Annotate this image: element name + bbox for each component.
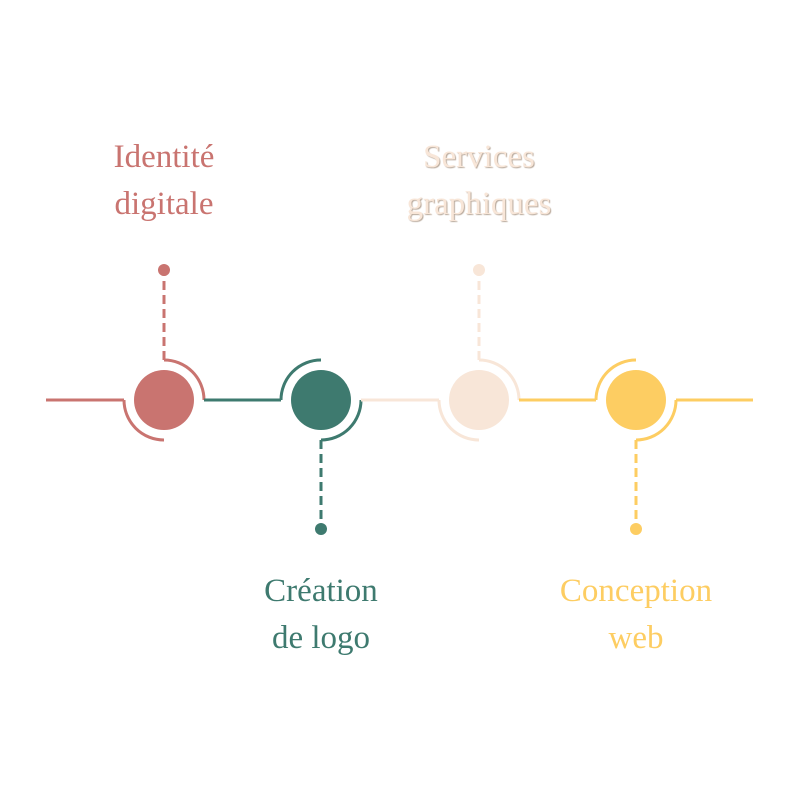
step-node-circle bbox=[449, 370, 509, 430]
step-title-line1: Conception bbox=[559, 573, 713, 609]
step-title-line2: de logo bbox=[271, 620, 371, 656]
arc-top-right bbox=[478, 358, 521, 401]
step-node-circle bbox=[134, 370, 194, 430]
step-label-conception-web: Conception web bbox=[516, 568, 756, 662]
step-title-line2: graphiques bbox=[406, 186, 552, 222]
step-label-creation-logo: Création de logo bbox=[201, 568, 441, 662]
step-node-circle bbox=[291, 370, 351, 430]
step-node-circle bbox=[606, 370, 666, 430]
step-title-line1: Création bbox=[264, 573, 378, 609]
arc-top-left bbox=[594, 358, 637, 401]
step-label-services-graphiques: Services graphiques bbox=[359, 134, 599, 228]
stem-dot bbox=[315, 523, 327, 535]
arc-bottom-right bbox=[635, 399, 678, 442]
step-label-identite-digitale: Identité digitale bbox=[44, 134, 284, 228]
step-title-line1: Identité bbox=[113, 139, 215, 175]
arc-bottom-left bbox=[122, 399, 165, 442]
arc-top-left bbox=[279, 358, 322, 401]
step-title-line2: digitale bbox=[114, 186, 214, 222]
step-title-line1: Services bbox=[423, 139, 535, 175]
stem-dot bbox=[158, 264, 170, 276]
arc-bottom-right bbox=[320, 399, 363, 442]
arc-top-right bbox=[163, 358, 206, 401]
arc-bottom-left bbox=[437, 399, 480, 442]
stem-dot bbox=[473, 264, 485, 276]
stem-dot bbox=[630, 523, 642, 535]
step-title-line2: web bbox=[608, 620, 664, 656]
